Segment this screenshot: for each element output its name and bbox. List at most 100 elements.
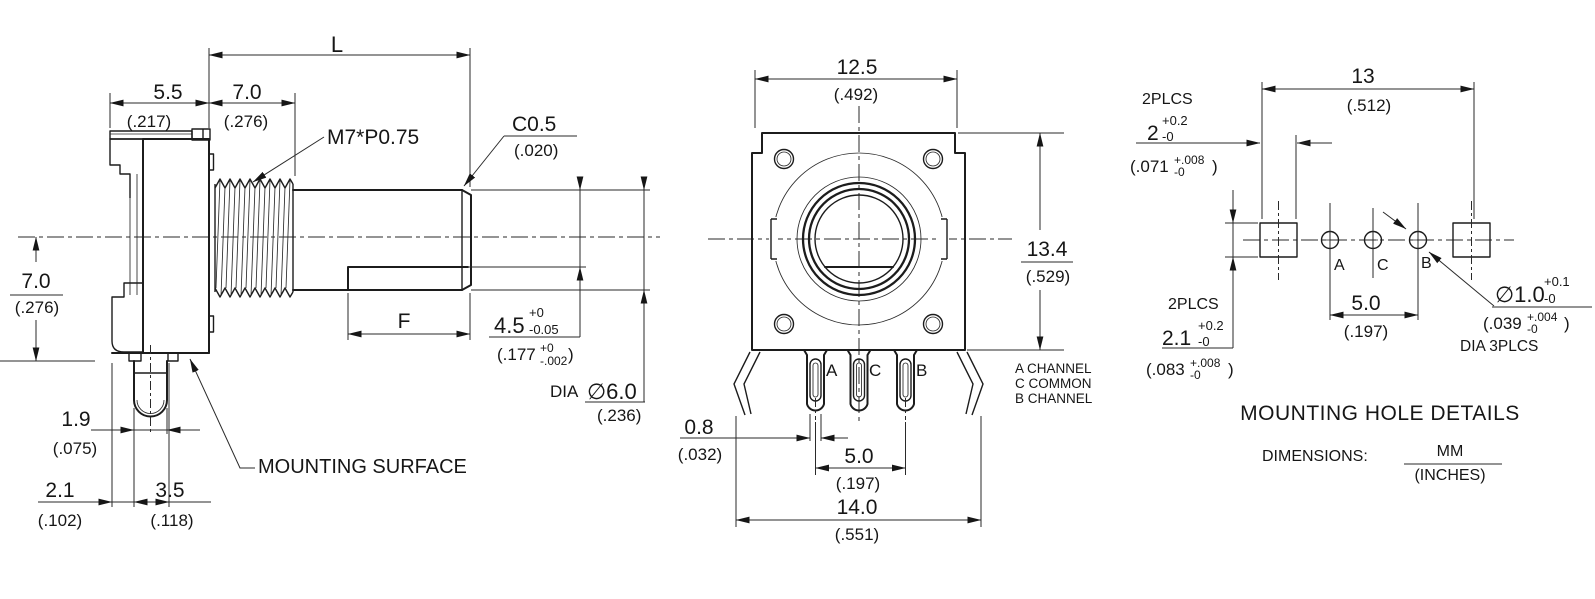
dim-dia-6-0: DIA ∅6.0 (.236) [550, 176, 648, 425]
mounting-view: A C B 13 (.512) 2PLCS 2 +0.2 -0 (.071 +.… [1130, 65, 1592, 484]
dim-4-5-in-close: ) [568, 345, 574, 364]
mount-2plcs-bottom: 2PLCS [1168, 296, 1219, 313]
unit-mm: MM [1437, 443, 1464, 460]
dimensions-label: DIMENSIONS: [1262, 448, 1368, 465]
dim-2-1-sup: +0.2 [1198, 318, 1224, 333]
dim-L-label: L [331, 32, 343, 57]
legend-b-channel: B CHANNEL [1015, 391, 1093, 406]
dia-1-0-sub: -0 [1544, 291, 1556, 306]
dim-5-5-in: (.217) [127, 112, 171, 131]
front-pin-b-label: B [916, 361, 927, 380]
dim-height-7-0: 7.0 (.276) [0, 236, 95, 362]
dim-12-5-in: (.492) [834, 85, 878, 104]
thread-callout: M7*P0.75 [252, 126, 419, 183]
dim-14-0: 14.0 (.551) [735, 416, 982, 544]
dim-13-4: 13.4 (.529) [958, 132, 1073, 351]
dim-F: F [347, 293, 471, 340]
dim-L: L [208, 32, 471, 187]
dim-2-in-close: ) [1212, 157, 1218, 176]
dia-1-0-in-sub: -0 [1527, 322, 1538, 336]
threaded-bushing [214, 178, 294, 298]
dim-0-8-mm: 0.8 [684, 416, 713, 439]
front-view: A C B 12.5 (.492) 13.4 (.529) [678, 56, 1093, 544]
dim-5-0-front-in: (.197) [836, 474, 880, 493]
chamfer-mm: C0.5 [512, 113, 556, 136]
dim-2-1-mount-mm: 2.1 [1162, 327, 1191, 350]
dim-2-1-sub: -0 [1198, 334, 1210, 349]
mounting-surface-label: MOUNTING SURFACE [258, 456, 467, 478]
front-pin-c-label: C [869, 361, 881, 380]
side-body-outline [109, 128, 215, 432]
dia-1-0-in-sup: +.004 [1527, 310, 1558, 324]
mount-hole-b-label: B [1421, 255, 1432, 272]
dim-2-1-in-close: ) [1228, 360, 1234, 379]
dim-2-mm: 2 [1147, 122, 1159, 145]
dim-2-in: (.071 [1130, 157, 1169, 176]
front-pins: A C B [733, 349, 984, 420]
dim-4-5-in-sub: -.002 [540, 354, 568, 368]
unit-inches: (INCHES) [1414, 467, 1485, 484]
dim-13-4-mm: 13.4 [1027, 238, 1068, 261]
dim-0-8: 0.8 (.032) [678, 414, 848, 464]
dim-2-1-in-sub: -0 [1190, 368, 1201, 382]
dia-value: ∅6.0 [587, 379, 637, 404]
mounting-title: MOUNTING HOLE DETAILS [1240, 402, 1520, 425]
channel-legend: A CHANNEL C COMMON B CHANNEL [1015, 361, 1093, 406]
dim-4-5: 4.5 +0 -0.05 (.177 +0 -.002 ) [489, 176, 584, 368]
dim-1-9-mm: 1.9 [61, 408, 90, 431]
dim-1-9-in: (.075) [53, 439, 97, 458]
mounting-surface-callout: MOUNTING SURFACE [189, 358, 467, 478]
dim-height-in: (.276) [15, 298, 59, 317]
dim-5-0-front: 5.0 (.197) [815, 422, 906, 493]
dim-F-label: F [398, 310, 411, 333]
dim-7-0-in: (.276) [224, 112, 268, 131]
side-view: L 5.5 (.217) 7.0 (.276) M7*P0.75 C0.5 (.… [0, 32, 660, 530]
dim-13: 13 (.512) [1261, 65, 1475, 219]
dia-1-0-value: ∅1.0 [1495, 282, 1545, 307]
dim-2-in-sup: +.008 [1174, 153, 1205, 167]
dim-2-1-in-sup: +.008 [1190, 356, 1221, 370]
dim-13-mm: 13 [1351, 65, 1374, 88]
dim-5-0-mount: 5.0 (.197) [1329, 292, 1419, 341]
dim-height-mm: 7.0 [21, 270, 50, 293]
dim-0-8-in: (.032) [678, 445, 722, 464]
dim-2-1-mount: 2PLCS 2.1 +0.2 -0 (.083 +.008 -0 ) [1146, 190, 1258, 382]
dim-4-5-sub: -0.05 [529, 322, 559, 337]
mount-2plcs-top: 2PLCS [1142, 91, 1193, 108]
dim-2-1-in: (.083 [1146, 360, 1185, 379]
dim-12-5-mm: 12.5 [837, 56, 878, 79]
dimensions-note: DIMENSIONS: MM (INCHES) [1262, 443, 1502, 484]
dim-4-5-in: (.177 [497, 345, 536, 364]
dim-2-sub: -0 [1162, 129, 1174, 144]
dim-5-0-front-mm: 5.0 [844, 445, 873, 468]
dim-12-5: 12.5 (.492) [754, 56, 958, 128]
mount-holes: A C B [1259, 201, 1491, 320]
dim-14-0-mm: 14.0 [837, 496, 878, 519]
dim-13-4-in: (.529) [1026, 267, 1070, 286]
front-pin-a-label: A [826, 361, 838, 380]
front-body [751, 132, 966, 351]
dim-2-1-mm: 2.1 [45, 479, 74, 502]
dim-5-0-mount-in: (.197) [1344, 322, 1388, 341]
dim-5-5: 5.5 (.217) 7.0 (.276) [109, 81, 296, 176]
dia-1-0-sup: +0.1 [1544, 274, 1570, 289]
dim-4-5-sup: +0 [529, 305, 544, 320]
dim-5-5-mm: 5.5 [153, 81, 182, 104]
dim-7-0-mm: 7.0 [232, 81, 261, 104]
dim-14-0-in: (.551) [835, 525, 879, 544]
dim-4-5-in-sup: +0 [540, 341, 554, 355]
shaft [292, 189, 650, 291]
thread-spec: M7*P0.75 [327, 126, 419, 149]
chamfer-in: (.020) [514, 141, 558, 160]
dim-3-5-mm: 3.5 [155, 479, 184, 502]
mount-hole-a-label: A [1334, 257, 1345, 274]
legend-c-common: C COMMON [1015, 376, 1092, 391]
legend-a-channel: A CHANNEL [1015, 361, 1092, 376]
dia-word: DIA [550, 382, 579, 401]
dia-1-0-in: (.039 [1483, 314, 1522, 333]
dia-in: (.236) [597, 406, 641, 425]
mount-hole-c-label: C [1377, 257, 1389, 274]
dia-1-0-in-close: ) [1564, 314, 1570, 333]
